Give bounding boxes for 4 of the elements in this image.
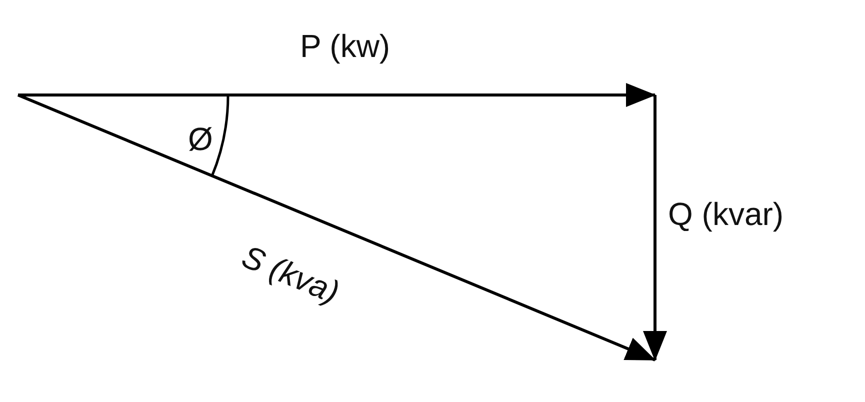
vector-label: Q (kvar) bbox=[668, 198, 784, 230]
vector-label: S (kva) bbox=[238, 240, 344, 308]
angle-label: Ø bbox=[188, 123, 213, 155]
vector-label: P (kw) bbox=[300, 30, 390, 62]
